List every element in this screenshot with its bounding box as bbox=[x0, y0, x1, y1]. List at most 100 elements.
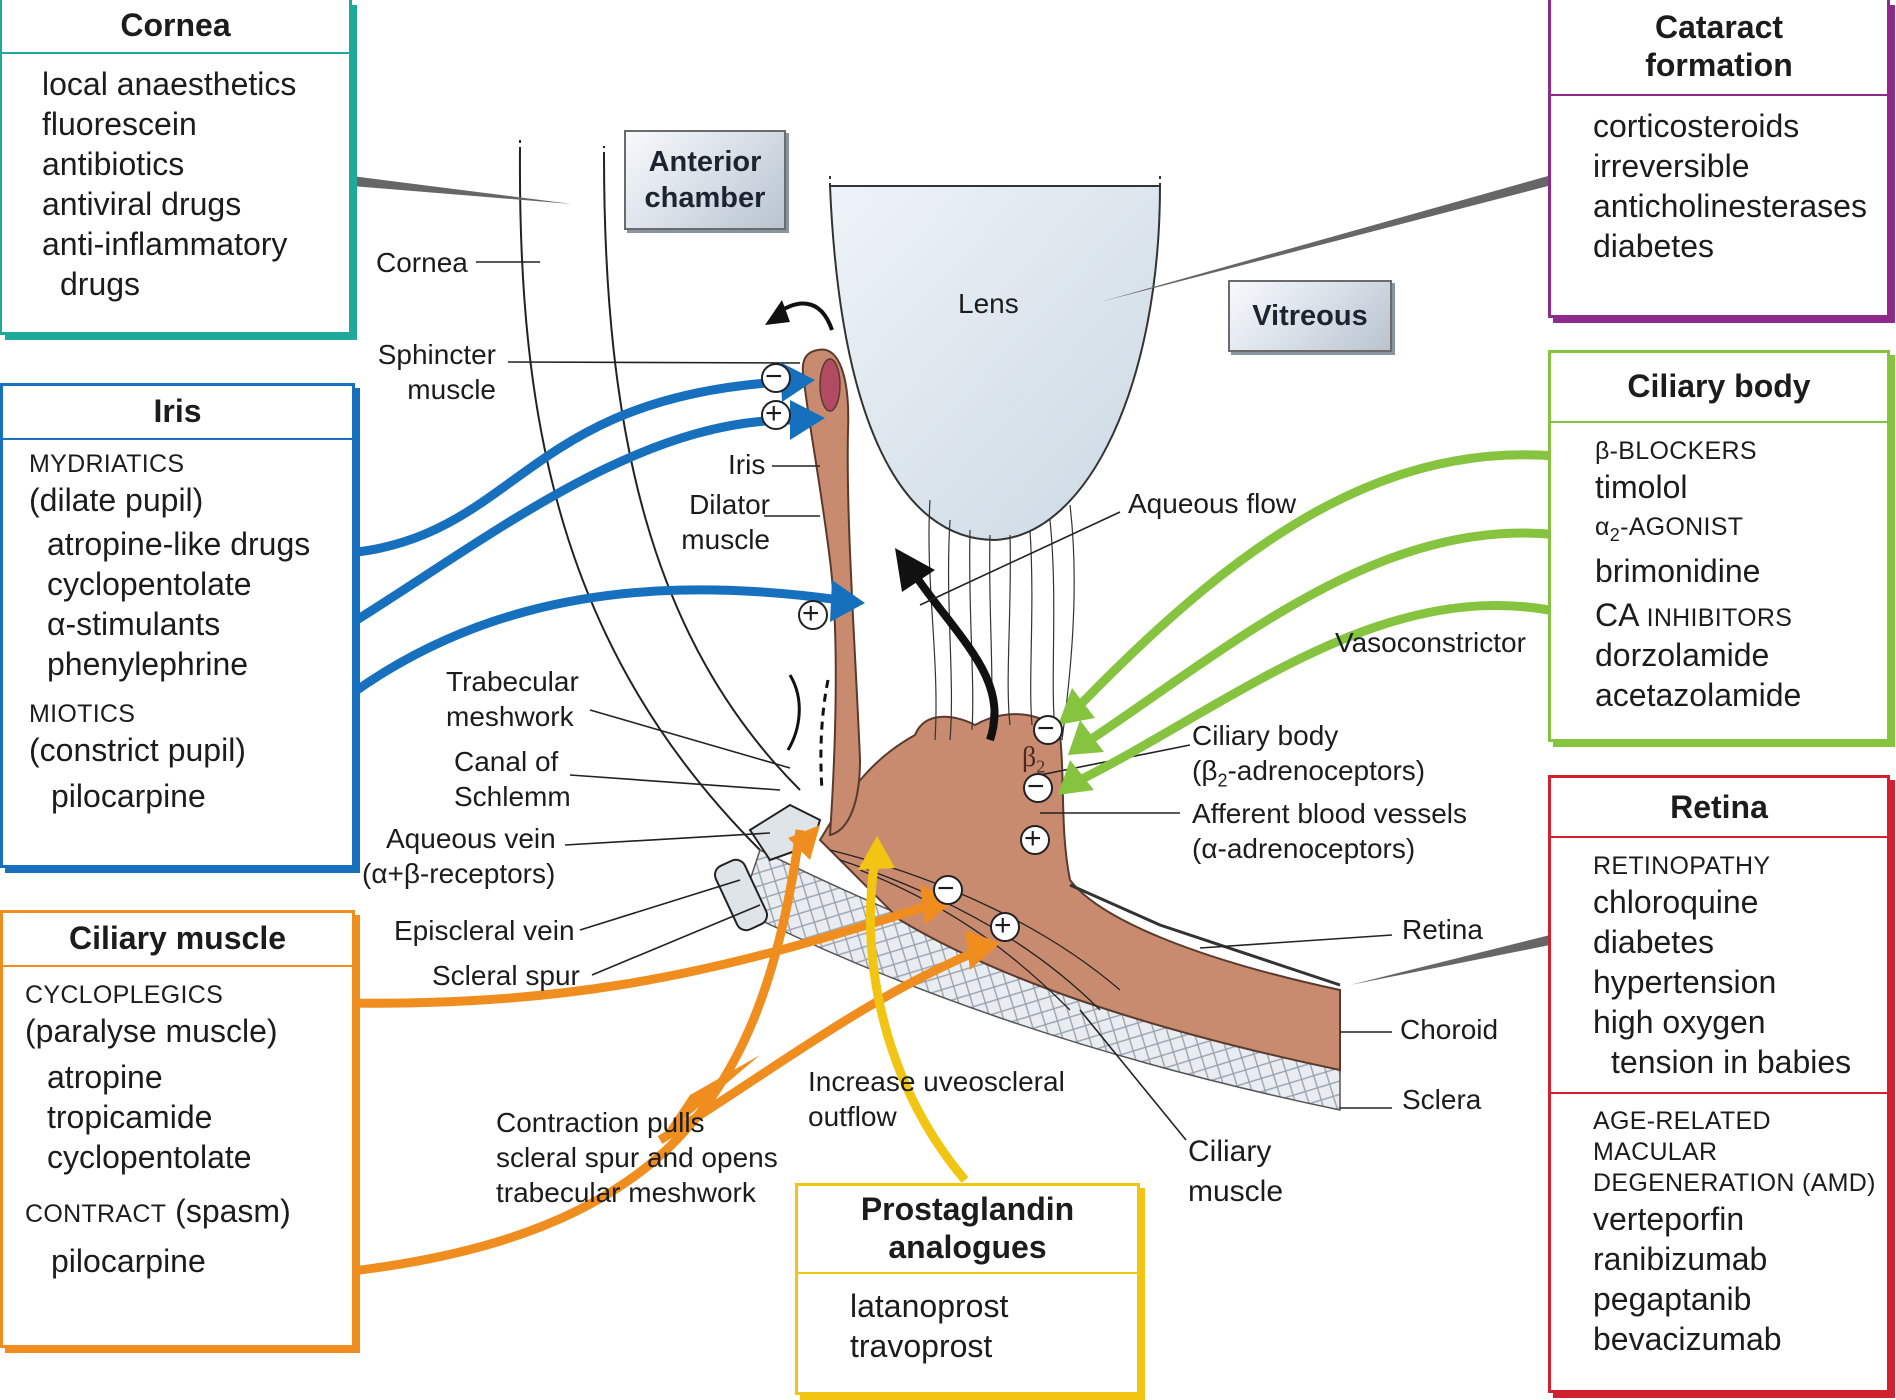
ca-inhibitor-item-1: dorzolamide bbox=[1595, 637, 1770, 673]
alpha-agonist-heading-prefix: α bbox=[1595, 513, 1610, 541]
trabecular-meshwork-line1: Trabecular bbox=[446, 666, 579, 697]
cornea-outer-curve bbox=[518, 149, 761, 851]
cycloplegics-subheading: (paralyse muscle) bbox=[25, 1013, 278, 1049]
cornea-box: Cornea local anaesthetics fluorescein an… bbox=[0, 0, 352, 335]
uveoscleral-label: Increase uveoscleral outflow bbox=[808, 1064, 1065, 1134]
ciliary-body-minus-sign-1: − bbox=[1037, 712, 1055, 745]
contraction-arrow-body bbox=[660, 1055, 760, 1140]
cornea-item-2: fluorescein bbox=[42, 106, 197, 142]
mydriatic-item-4: phenylephrine bbox=[47, 646, 249, 682]
uveoscleral-line2: outflow bbox=[808, 1101, 897, 1132]
cycloplegics-heading: CYCLOPLEGICS bbox=[25, 981, 224, 1009]
miotic-item-1: pilocarpine bbox=[51, 778, 206, 814]
cornea-item-1: local anaesthetics bbox=[42, 66, 297, 102]
prostaglandin-item-2: travoprost bbox=[850, 1328, 993, 1364]
prostaglandin-arrow bbox=[865, 859, 969, 1183]
amd-heading-line2: MACULAR bbox=[1593, 1138, 1718, 1166]
amd-item-1: verteporfin bbox=[1593, 1201, 1745, 1237]
episcleral-vein-shape bbox=[713, 858, 769, 932]
sphincter-muscle-label: Sphincter muscle bbox=[340, 337, 496, 407]
canal-of-schlemm-label: Canal of Schlemm bbox=[454, 744, 571, 814]
retinopathy-item-5: tension in babies bbox=[1611, 1044, 1852, 1080]
anterior-chamber-line1: Anterior bbox=[648, 146, 762, 178]
prostaglandin-box: Prostaglandin analogues latanoprost trav… bbox=[795, 1183, 1140, 1395]
ciliary-body-minus-sign-2: − bbox=[1027, 770, 1045, 803]
afferent-vessels-line1: Afferent blood vessels bbox=[1192, 798, 1467, 829]
dilator-muscle-line2: muscle bbox=[681, 524, 770, 555]
cataract-box-title: Cataract formation bbox=[1551, 0, 1887, 96]
contraction-label: Contraction pulls scleral spur and opens… bbox=[496, 1105, 778, 1210]
cataract-title-line2: formation bbox=[1645, 47, 1793, 83]
amd-heading-line1: AGE-RELATED bbox=[1593, 1107, 1771, 1135]
prostaglandin-item-1: latanoprost bbox=[850, 1288, 1009, 1324]
contraction-line2: scleral spur and opens bbox=[496, 1142, 778, 1173]
amd-item-3: pegaptanib bbox=[1593, 1281, 1752, 1317]
miotics-subheading: (constrict pupil) bbox=[29, 732, 246, 768]
uveoscleral-line1: Increase uveoscleral bbox=[808, 1066, 1065, 1097]
ciliary-muscle-arrowheads bbox=[788, 825, 1000, 970]
ca-inhibitors-heading-suffix: INHIBITORS bbox=[1646, 604, 1793, 632]
ciliary-body-receptors-line1: Ciliary body bbox=[1192, 720, 1339, 751]
sphincter-muscle-shape bbox=[819, 358, 841, 412]
ca-inhibitors-heading-prefix: CA bbox=[1595, 597, 1638, 633]
cycloplegic-item-2: tropicamide bbox=[47, 1099, 213, 1135]
aqueous-vein-label: Aqueous vein (α+β-receptors) bbox=[362, 821, 556, 891]
afferent-vessels-label: Afferent blood vessels (α-adrenoceptors) bbox=[1192, 796, 1467, 866]
episcleral-vein-label: Episcleral vein bbox=[394, 915, 575, 946]
contract-item-1: pilocarpine bbox=[51, 1243, 206, 1279]
ciliary-body-receptors-sub: 2 bbox=[1217, 770, 1228, 791]
aqueous-vein-line2: (α+β-receptors) bbox=[362, 858, 556, 889]
afferent-vessels-line2: (α-adrenoceptors) bbox=[1192, 833, 1416, 864]
cornea-label: Cornea bbox=[376, 247, 468, 278]
prostaglandin-title-line1: Prostaglandin bbox=[860, 1191, 1075, 1227]
ciliary-muscle-box: Ciliary muscle CYCLOPLEGICS (paralyse mu… bbox=[0, 910, 355, 1348]
ciliary-body-receptors-prefix: (β bbox=[1192, 755, 1218, 786]
amd-item-4: bevacizumab bbox=[1593, 1321, 1782, 1357]
retina-box: Retina RETINOPATHY chloroquine diabetes … bbox=[1548, 775, 1890, 1393]
prostaglandin-box-title: Prostaglandin analogues bbox=[798, 1186, 1137, 1274]
mydriatics-heading: MYDRIATICS bbox=[29, 450, 185, 478]
retinopathy-item-4: high oxygen bbox=[1593, 1004, 1766, 1040]
circled-signs bbox=[761, 363, 1063, 942]
alpha-agonist-item-1: brimonidine bbox=[1595, 553, 1761, 589]
cornea-box-title: Cornea bbox=[2, 0, 349, 54]
dilator-muscle-line1: Dilator bbox=[689, 489, 770, 520]
vitreous-chip: Vitreous bbox=[1228, 280, 1392, 352]
contract-subheading: (spasm) bbox=[175, 1193, 291, 1229]
cataract-item-4: diabetes bbox=[1593, 228, 1714, 264]
ciliary-muscle-minus-sign: − bbox=[937, 872, 955, 905]
canal-of-schlemm-line1: Canal of bbox=[454, 746, 559, 777]
retina-layer bbox=[1069, 883, 1341, 987]
dilator-muscle-label: Dilator muscle bbox=[640, 487, 770, 557]
cornea-dotted-top bbox=[519, 140, 605, 155]
ciliary-muscle-plus-sign: + bbox=[994, 909, 1012, 942]
pupil-flow-arrowhead bbox=[765, 300, 790, 325]
vasoconstrictor-label: Vasoconstrictor bbox=[1335, 627, 1526, 658]
canal-of-schlemm-line2: Schlemm bbox=[454, 781, 571, 812]
alpha-agonist-heading: α2-AGONIST bbox=[1595, 511, 1887, 551]
choroid-label: Choroid bbox=[1400, 1014, 1499, 1045]
aqueous-vein-line1: Aqueous vein bbox=[386, 823, 556, 854]
ciliary-muscle-line1: Ciliary bbox=[1188, 1135, 1272, 1168]
mydriatic-item-2: cyclopentolate bbox=[47, 566, 252, 602]
ciliary-muscle-label: Ciliary muscle bbox=[1188, 1132, 1283, 1212]
aqueous-flow-arrowhead bbox=[895, 548, 935, 592]
ciliary-body-receptors-label: Ciliary body (β2-adrenoceptors) bbox=[1192, 718, 1425, 799]
cornea-item-6: drugs bbox=[60, 266, 141, 302]
retina-box-title: Retina bbox=[1551, 778, 1887, 838]
cornea-inner-curve bbox=[603, 154, 801, 791]
beta-blocker-item-1: timolol bbox=[1595, 469, 1688, 505]
lens-label: Lens bbox=[958, 288, 1019, 319]
beta-blockers-heading: β-BLOCKERS bbox=[1595, 437, 1757, 465]
trabecular-dashed-arrow bbox=[819, 679, 830, 791]
sclera-label: Sclera bbox=[1402, 1084, 1482, 1115]
cornea-item-3: antibiotics bbox=[42, 146, 185, 182]
ciliary-muscle-arrows bbox=[244, 829, 982, 1285]
dilator-plus-sign: + bbox=[802, 597, 820, 630]
amd-heading-line3: DEGENERATION (AMD) bbox=[1593, 1169, 1876, 1197]
cornea-item-4: antiviral drugs bbox=[42, 186, 242, 222]
ciliary-body-arrows bbox=[1076, 450, 1592, 785]
prostaglandin-title-line2: analogues bbox=[888, 1229, 1047, 1265]
retinopathy-item-3: hypertension bbox=[1593, 964, 1777, 1000]
ciliary-body-arrowheads bbox=[1058, 688, 1104, 795]
